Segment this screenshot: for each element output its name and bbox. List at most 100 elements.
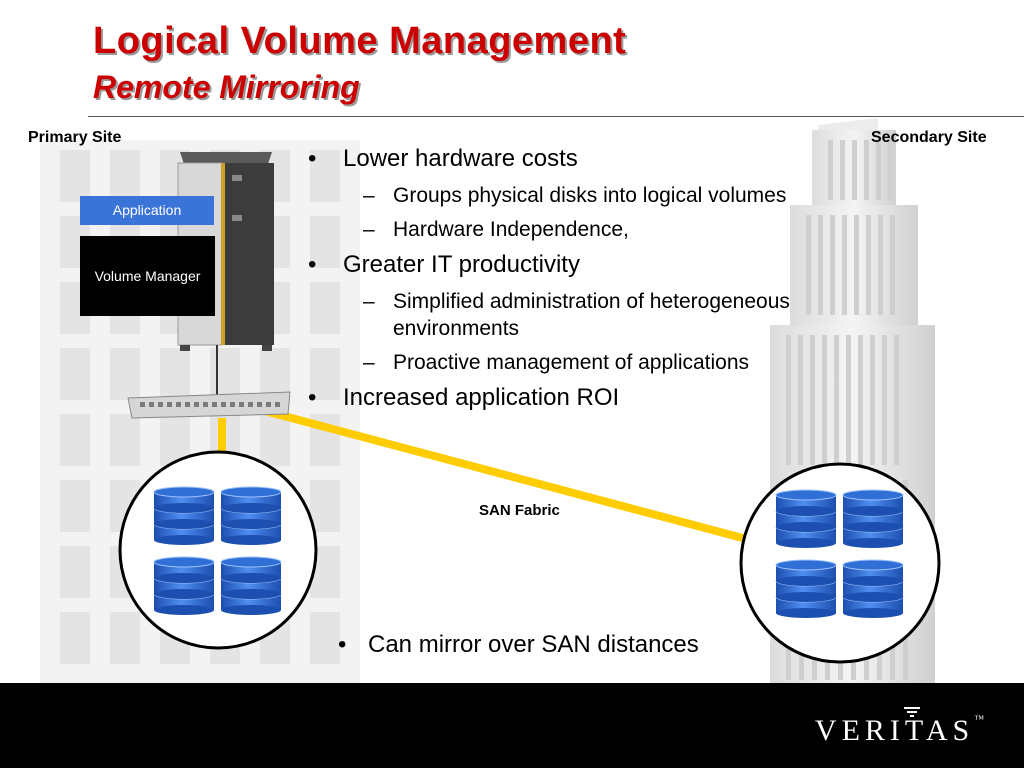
disk-edge <box>154 605 214 615</box>
building-window <box>110 150 140 202</box>
building-window <box>310 216 340 268</box>
switch-port <box>176 402 181 407</box>
disk-edge <box>776 538 836 548</box>
bullet-dot: • <box>308 384 317 411</box>
tower-window <box>852 140 857 200</box>
tower-window <box>888 140 893 200</box>
disk-edge <box>776 608 836 618</box>
san-fabric-label: SAN Fabric <box>479 502 560 519</box>
building-window <box>60 612 90 664</box>
disk-top <box>842 489 904 501</box>
switch-port <box>149 402 154 407</box>
building-window <box>310 282 340 334</box>
disk-top <box>220 556 282 568</box>
building-window <box>310 150 340 202</box>
building-window <box>60 348 90 400</box>
switch-port <box>194 402 199 407</box>
page-subtitle: Remote Mirroring <box>93 69 360 105</box>
logo-accent-icon <box>904 707 920 717</box>
building-window <box>60 414 90 466</box>
tower-window <box>786 335 791 465</box>
building-window <box>160 348 190 400</box>
bullet-dash: – <box>363 218 375 241</box>
disk-top <box>153 486 215 498</box>
disk-edge <box>154 535 214 545</box>
veritas-logo: VERITAS™ <box>814 714 984 747</box>
application-box: Application <box>80 196 214 225</box>
secondary-disk-array <box>739 462 941 664</box>
disk-edge <box>843 576 903 586</box>
switch-port <box>185 402 190 407</box>
tower-window <box>798 335 803 465</box>
title-divider <box>88 116 1024 117</box>
tower-window <box>830 215 835 315</box>
tower-window <box>878 215 883 315</box>
disk-top <box>153 556 215 568</box>
switch-port <box>221 402 226 407</box>
disk-edge <box>221 605 281 615</box>
tower-window <box>834 335 839 465</box>
disk-edge <box>843 608 903 618</box>
switch-port <box>230 402 235 407</box>
disk-edge <box>154 519 214 529</box>
disk-edge <box>843 538 903 548</box>
building-window <box>60 150 90 202</box>
disk-edge <box>843 506 903 516</box>
volume-manager-box: Volume Manager <box>80 236 215 316</box>
tower-window <box>810 335 815 465</box>
building-window <box>60 546 90 598</box>
tower-window <box>858 335 863 465</box>
disk-edge <box>221 519 281 529</box>
tower-window <box>842 215 847 315</box>
disk-edge <box>776 506 836 516</box>
disk-top <box>220 486 282 498</box>
bullet-dash: – <box>363 184 375 207</box>
primary-site-label: Primary Site <box>28 129 122 146</box>
disk-edge <box>221 503 281 513</box>
switch-port <box>212 402 217 407</box>
building-window <box>310 480 340 532</box>
tower-window <box>890 215 895 315</box>
disk-edge <box>843 592 903 602</box>
disk-edge <box>843 522 903 532</box>
disk-edge <box>154 503 214 513</box>
disk-top <box>775 489 837 501</box>
bullet-dot: • <box>308 145 317 172</box>
tower-window <box>864 140 869 200</box>
switch-port <box>140 402 145 407</box>
bullet-dot: • <box>338 631 347 658</box>
building-window <box>260 348 290 400</box>
disk-edge <box>776 576 836 586</box>
switch-port <box>266 402 271 407</box>
disk-edge <box>776 522 836 532</box>
tower-window <box>894 335 899 465</box>
switch-port <box>158 402 163 407</box>
tower-window <box>870 335 875 465</box>
tower-window <box>818 215 823 315</box>
building-window <box>110 414 140 466</box>
tower-window <box>876 140 881 200</box>
switch-port <box>239 402 244 407</box>
building-window <box>310 612 340 664</box>
switch-port <box>257 402 262 407</box>
building-window <box>210 348 240 400</box>
tower-window <box>854 215 859 315</box>
building-window <box>310 348 340 400</box>
building-window <box>60 480 90 532</box>
bullet-dot: • <box>308 251 317 278</box>
building-window <box>110 612 140 664</box>
tower-window <box>822 335 827 465</box>
san-link-remote <box>248 403 752 544</box>
tower-window <box>840 140 845 200</box>
bullet-dash: – <box>363 351 375 374</box>
disk-edge <box>221 589 281 599</box>
san-switch <box>127 391 291 419</box>
disk-edge <box>221 535 281 545</box>
disk-edge <box>221 573 281 583</box>
primary-disk-array <box>118 450 318 650</box>
switch-port <box>203 402 208 407</box>
disk-top <box>842 559 904 571</box>
disk-top <box>775 559 837 571</box>
bullet-dash: – <box>363 290 375 313</box>
